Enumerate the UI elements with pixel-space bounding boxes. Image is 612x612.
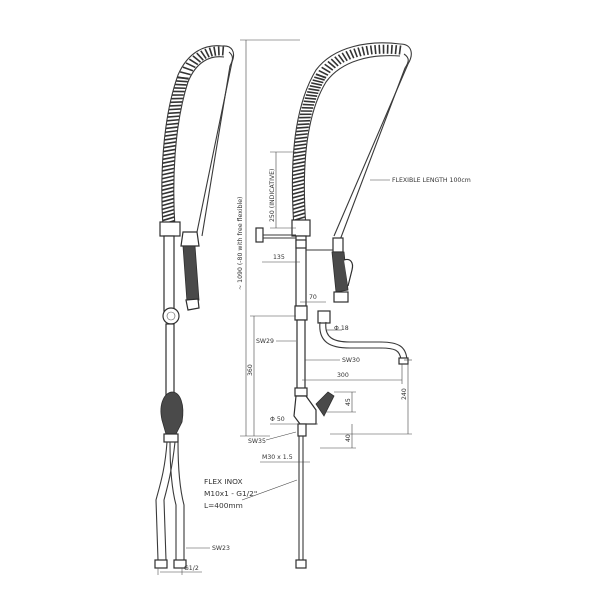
label-phi18: Φ 18 — [334, 325, 349, 332]
label-40: 40 — [345, 434, 352, 442]
label-sw29: SW29 — [256, 338, 274, 345]
side-view-lower-column — [165, 323, 175, 397]
front-view-spray-gun — [306, 237, 354, 303]
side-view-upper-collar — [159, 221, 181, 237]
label-flex-length: L=400mm — [204, 501, 243, 510]
label-phi50: Φ 50 — [270, 416, 285, 423]
label-m30: M30 x 1.5 — [262, 454, 293, 461]
label-flexible-length: FLEXIBLE LENGTH 100cm — [392, 177, 471, 184]
label-240: 240 — [401, 388, 408, 400]
front-view-mid-block — [294, 305, 308, 321]
front-view — [255, 42, 412, 569]
side-view-mixer-lever — [160, 391, 184, 435]
label-45: 45 — [345, 398, 352, 406]
front-view-spring — [291, 42, 412, 241]
front-view-lower-column — [296, 319, 306, 391]
label-sw30: SW30 — [342, 357, 360, 364]
label-flex-inox: FLEX INOX — [204, 477, 243, 486]
side-view-wall-bracket — [162, 307, 180, 325]
label-g12: G1/2 — [184, 565, 199, 572]
label-total-height: ~ 1090 (-80 with free flexible) — [237, 197, 244, 290]
side-view — [154, 45, 235, 575]
label-flex-thread: M10x1 - G1/2" — [204, 489, 257, 498]
label-indicative: 250 (INDICATIVE) — [269, 169, 276, 222]
label-70: 70 — [309, 294, 317, 301]
label-360: 360 — [247, 364, 254, 376]
label-sw23: SW23 — [212, 545, 230, 552]
side-view-spray-gun — [180, 231, 200, 311]
label-300: 300 — [337, 372, 349, 379]
label-135: 135 — [273, 254, 285, 261]
side-view-column — [163, 235, 175, 313]
front-view-wall-bracket — [255, 227, 307, 249]
dimensions: ~ 1090 (-80 with free flexible) 250 (IND… — [160, 39, 471, 573]
label-sw35: SW35 — [248, 438, 266, 445]
front-view-mixer — [293, 391, 335, 437]
side-view-spring — [161, 45, 235, 237]
side-view-flex-hoses — [154, 441, 187, 575]
